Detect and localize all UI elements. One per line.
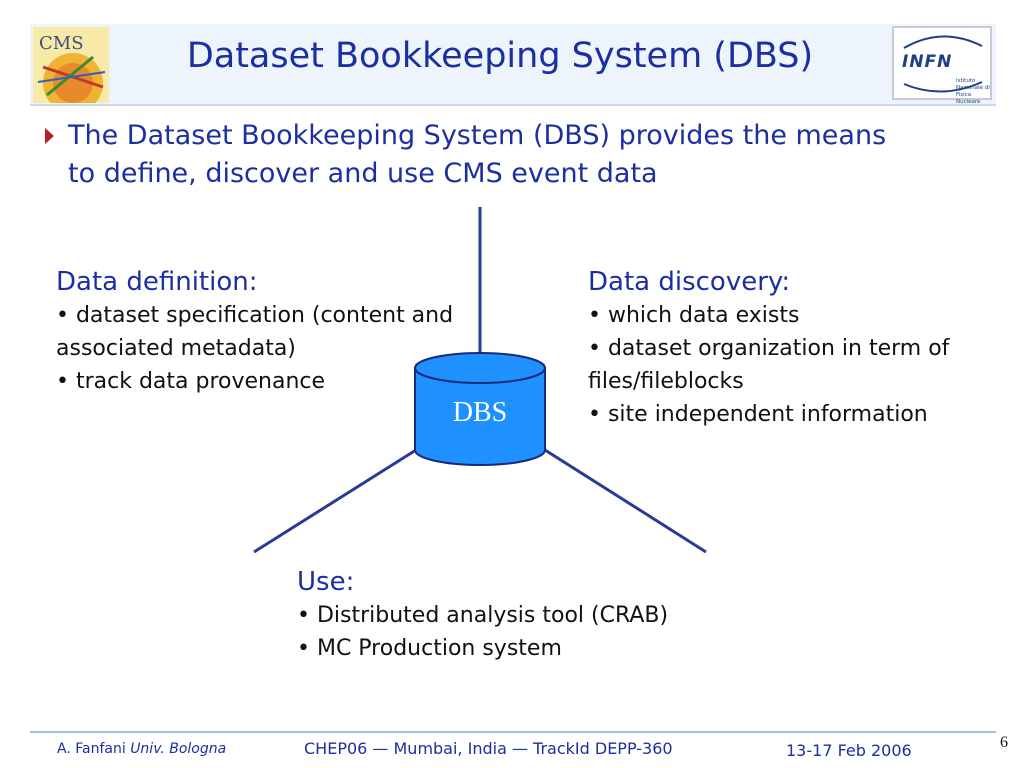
connector-line-bottom-left	[253, 448, 417, 554]
use-heading: Use:	[297, 567, 355, 597]
data-definition-item: • dataset specification (content and ass…	[56, 303, 454, 361]
author-name: A. Fanfani	[57, 741, 126, 757]
data-definition-heading: Data definition:	[56, 267, 258, 297]
header-band	[30, 24, 996, 106]
footer-author: A. Fanfani Univ. Bologna	[57, 741, 226, 757]
data-definition-block: Data definition: • dataset specification…	[56, 265, 456, 398]
use-block: Use: • Distributed analysis tool (CRAB) …	[297, 565, 757, 665]
slide-title: Dataset Bookkeeping System (DBS)	[186, 36, 814, 76]
footer-divider	[30, 731, 996, 733]
cms-logo: CMS	[33, 27, 109, 103]
infn-logo-text: INFN	[902, 52, 953, 72]
infn-logo-subtext: Istituto Nazionale di Fisica Nucleare	[956, 78, 990, 105]
use-item: • MC Production system	[297, 636, 562, 661]
author-affiliation: Univ. Bologna	[130, 741, 227, 757]
footer-conference: CHEP06 — Mumbai, India — TrackId DEPP-36…	[304, 739, 673, 758]
footer-date: 13-17 Feb 2006	[786, 741, 912, 760]
data-definition-item: • track data provenance	[56, 369, 326, 394]
data-discovery-heading: Data discovery:	[588, 267, 791, 297]
data-discovery-block: Data discovery: • which data exists • da…	[588, 265, 988, 431]
page-number: 6	[1000, 734, 1008, 751]
connector-line-bottom-right	[544, 448, 707, 554]
dbs-cylinder	[414, 352, 546, 466]
dbs-label: DBS	[452, 397, 508, 428]
infn-logo: INFN Istituto Nazionale di Fisica Nuclea…	[892, 26, 992, 105]
intro-text: The Dataset Bookkeeping System (DBS) pro…	[68, 120, 887, 189]
cms-logo-text: CMS	[39, 33, 84, 54]
data-discovery-item: • which data exists	[588, 303, 800, 328]
use-item: • Distributed analysis tool (CRAB)	[297, 603, 669, 628]
cms-logo-graphic	[37, 53, 106, 103]
infn-logo-graphic	[903, 35, 983, 93]
bullet-arrow-icon	[45, 128, 54, 144]
data-discovery-item: • dataset organization in term of files/…	[588, 336, 950, 394]
data-discovery-item: • site independent information	[588, 402, 928, 427]
